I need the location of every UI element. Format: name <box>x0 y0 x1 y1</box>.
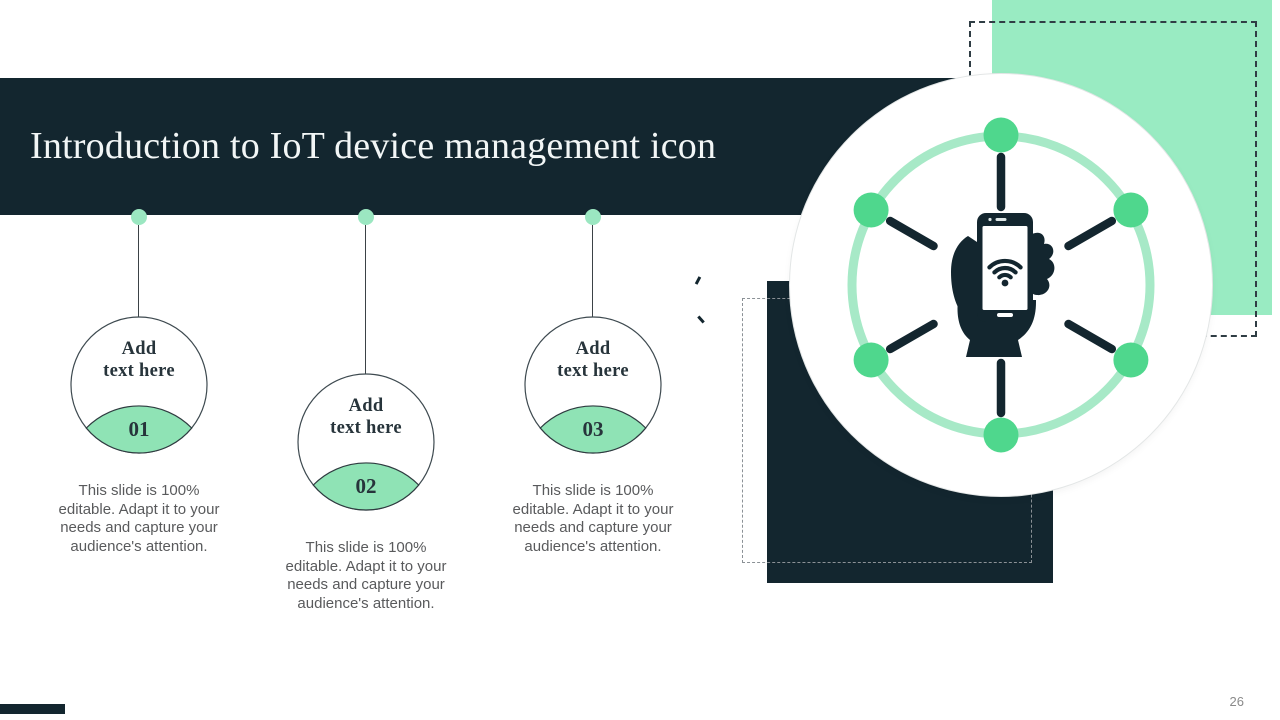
step-description-3: This slide is 100% editable. Adapt it to… <box>512 482 674 555</box>
step-circle-shape <box>70 316 208 454</box>
step-number: 02 <box>355 474 377 498</box>
step-description-2: This slide is 100% editable. Adapt it to… <box>285 539 447 612</box>
step-number: 03 <box>582 417 604 441</box>
step-circle-3: Add text here 03 <box>523 315 663 455</box>
iot-network-graphic <box>790 74 1212 496</box>
step-title: Add text here <box>103 339 175 381</box>
connector-line-1 <box>138 225 139 317</box>
network-node-dots <box>853 117 1149 453</box>
connector-dot-2 <box>358 209 374 225</box>
step-circle-shape <box>524 316 662 454</box>
step-title: Add text here <box>557 339 629 381</box>
title-bar: Introduction to IoT device management ic… <box>0 78 980 215</box>
step-description-1: This slide is 100% editable. Adapt it to… <box>58 482 220 555</box>
footer-accent-bar <box>0 704 65 714</box>
connector-line-3 <box>592 225 593 317</box>
step-circle-2: Add text here 02 <box>296 372 436 512</box>
connector-dot-3 <box>585 209 601 225</box>
step-circle-1: Add text here 01 <box>69 315 209 455</box>
network-spokes <box>885 152 1117 418</box>
page-number: 26 <box>1229 694 1244 709</box>
decor-tick-mark <box>694 276 702 285</box>
wifi-icon <box>987 258 1023 280</box>
connector-dot-1 <box>131 209 147 225</box>
hand-holding-smartphone-with-wifi-network-icon <box>847 117 1155 453</box>
connector-line-2 <box>365 225 366 374</box>
step-number: 01 <box>128 417 150 441</box>
slide-title: Introduction to IoT device management ic… <box>30 125 717 167</box>
step-circle-shape <box>297 373 435 511</box>
decor-tick-mark <box>697 315 705 324</box>
step-title: Add text here <box>330 396 402 438</box>
hand-phone-icon <box>951 213 1055 357</box>
